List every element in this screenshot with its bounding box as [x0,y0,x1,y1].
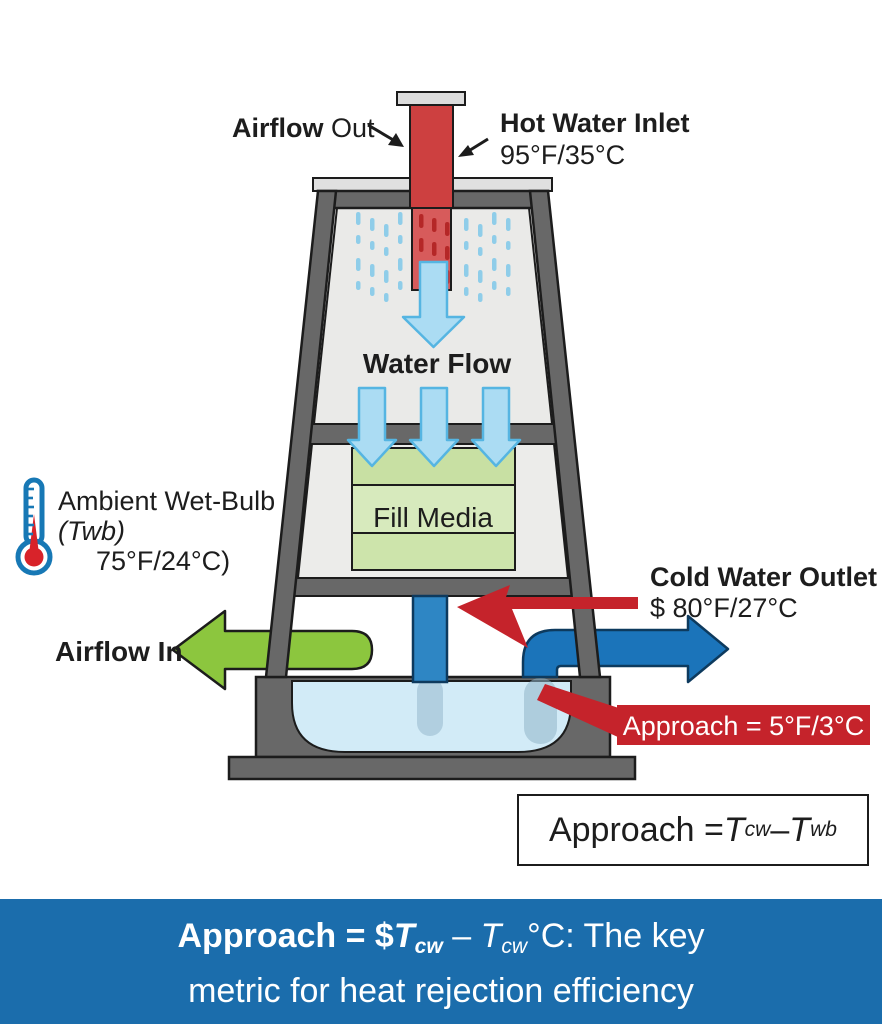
airflow-out-pointer-arrow [367,123,404,147]
cold-water-outlet-pipe-arrow [521,614,730,684]
footer-line1: Approach = $Tcw – Tcw°C: The key [177,917,705,958]
approach-banner-text: Approach = 5°F/3°C [622,711,865,741]
approach-banner-tail [537,684,628,738]
fill-media-label: Fill Media [373,502,493,533]
airflow-out-label: Airflow Out [232,113,375,143]
footer-banner: Approach = $Tcw – Tcw°C: The key metric … [0,899,882,1024]
bottom-frame-bar [273,577,593,597]
drain-pipe [411,594,449,684]
water-flow-arrows-small [346,386,522,468]
hot-water-pipe-flange [396,91,466,106]
hot-water-pipe [409,104,454,209]
thermometer-icon [12,476,60,580]
hot-water-inlet-label: Hot Water Inlet [500,108,690,138]
wet-bulb-label: Ambient Wet-Bulb (Twb) 75°F/24°C) [58,486,276,577]
water-flow-arrow-large [401,260,466,349]
water-flow-label: Water Flow [362,348,512,379]
submerged-drain-pipe [417,678,443,736]
frame-right-wall [528,189,602,679]
hot-water-inlet-value: 95°F/35°C [500,140,626,170]
footer-line2: metric for heat rejection efficiency [188,971,694,1010]
frame-left-wall [264,189,338,679]
hot-water-pointer-arrow [458,137,489,157]
approach-banner [617,705,870,745]
cold-water-outlet-value: $ 80°F/27°C [650,593,798,623]
cold-water-callout-arrow [457,585,638,648]
airflow-in-label: Airflow In [55,636,183,667]
cold-water-outlet-label: Cold Water Outlet [650,562,877,592]
base-pedestal [227,755,637,781]
spray-droplets [356,212,511,302]
